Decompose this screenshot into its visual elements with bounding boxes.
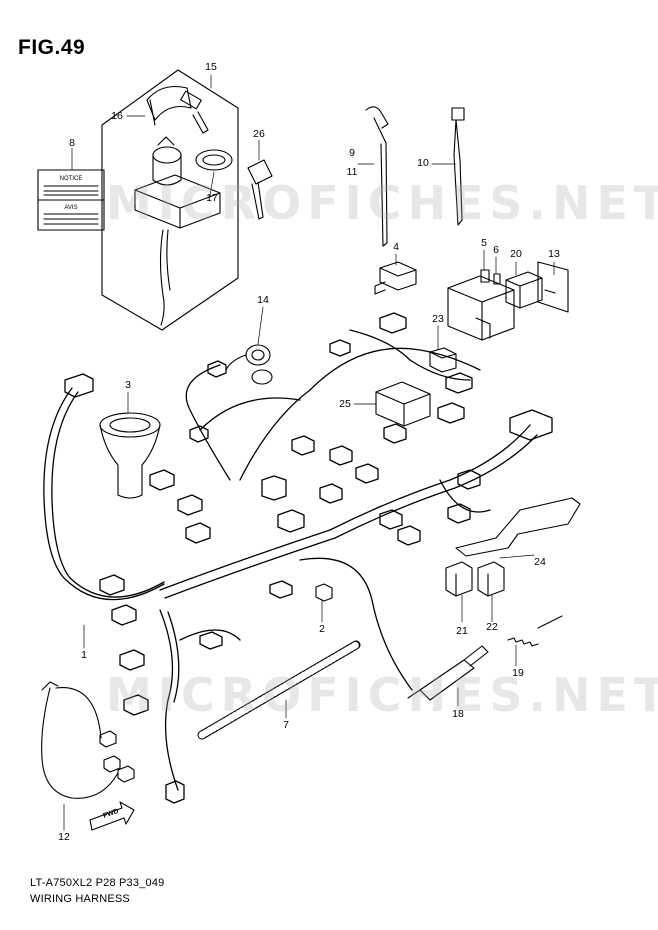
harness-couplers <box>445 561 505 597</box>
starter-relay <box>375 381 431 427</box>
callout-25: 25 <box>339 398 351 410</box>
figure-title: FIG.49 <box>18 36 86 59</box>
callout-7: 7 <box>283 719 289 731</box>
notice-label-sticker <box>37 169 105 231</box>
spare-key <box>247 159 273 220</box>
forward-arrow <box>89 801 135 831</box>
ignition-key-socket <box>225 344 273 385</box>
callout-23: 23 <box>432 313 444 325</box>
corrugated-tube <box>197 640 361 740</box>
spring <box>507 615 563 647</box>
fuse-box-and-relays <box>447 261 569 341</box>
callout-6: 6 <box>493 244 499 256</box>
leader-lines <box>63 74 555 831</box>
callout-8: 8 <box>69 137 75 149</box>
callout-18: 18 <box>452 708 464 720</box>
callout-13: 13 <box>548 248 560 260</box>
callout-20: 20 <box>510 248 522 260</box>
callout-22: 22 <box>486 621 498 633</box>
callout-24: 24 <box>534 556 546 568</box>
callout-3: 3 <box>125 379 131 391</box>
watermark-top: MICROFICHES.NET <box>106 176 658 230</box>
callout-1: 1 <box>81 649 87 661</box>
coupler <box>429 347 457 373</box>
sensor-plug <box>407 645 489 701</box>
callout-4: 4 <box>393 241 399 253</box>
model-code: LT-A750XL2 P28 P33_049 <box>30 877 165 889</box>
harness-bracket <box>455 497 581 557</box>
small-cap <box>315 583 333 602</box>
connector-cap <box>374 261 417 295</box>
callout-11: 11 <box>346 166 358 178</box>
rubber-cover <box>99 412 161 499</box>
callout-21: 21 <box>456 625 468 637</box>
callout-10: 10 <box>417 157 429 169</box>
callout-14: 14 <box>257 294 269 306</box>
notice-label-top: NOTICE <box>60 176 83 182</box>
fwd-text: FWD <box>102 808 119 820</box>
notice-label-text: NOTICE AVIS <box>60 176 83 211</box>
cable-tie <box>451 107 465 226</box>
cable-clamp <box>365 106 389 247</box>
callout-5: 5 <box>481 237 487 249</box>
callout-2: 2 <box>319 623 325 635</box>
callout-9: 9 <box>349 147 355 159</box>
callout-26: 26 <box>253 128 265 140</box>
fwd-arrow-text: FWD <box>102 808 119 820</box>
section-name: WIRING HARNESS <box>30 893 130 905</box>
ignition-switch-assembly-box <box>101 69 239 331</box>
callout-19: 19 <box>512 667 524 679</box>
watermark-bottom: MICROFICHES.NET <box>106 668 658 722</box>
callout-12: 12 <box>58 831 70 843</box>
sub-harness <box>41 681 135 799</box>
callout-17: 17 <box>206 192 218 204</box>
main-wiring-harness <box>43 312 553 804</box>
notice-label-bottom: AVIS <box>64 205 77 211</box>
callout-15: 15 <box>205 61 217 73</box>
callout-16: 16 <box>111 110 123 122</box>
